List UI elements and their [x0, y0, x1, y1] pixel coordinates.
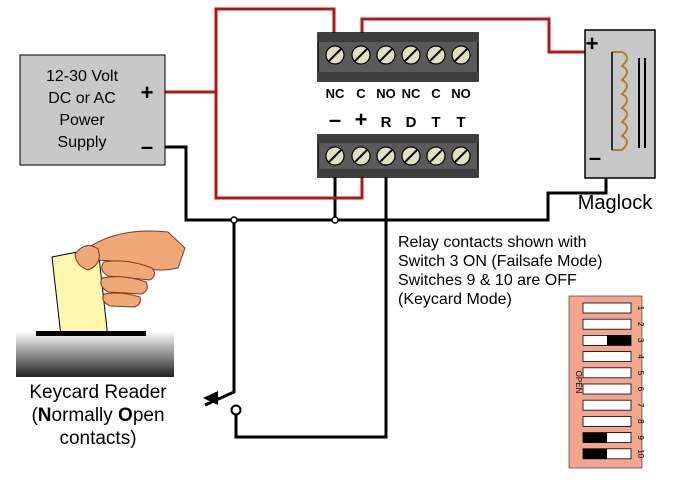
dip-switch-number: 6 — [636, 387, 645, 392]
dip-switch-number: 10 — [636, 449, 645, 458]
dip-switch-1: 1 — [582, 302, 645, 314]
dip-switch-number: 4 — [636, 354, 645, 359]
power-supply-line-4: Supply — [58, 134, 107, 151]
note-line-2: Switch 3 ON (Failsafe Mode) — [398, 253, 603, 270]
dip-switch-10: 10 — [582, 448, 645, 460]
note-line-3: Switches 9 & 10 are OFF — [398, 272, 577, 289]
dip-switch-number: 1 — [636, 306, 645, 311]
black-wires — [164, 145, 608, 439]
dip-switch-5: 5 — [582, 367, 645, 379]
input-terminal-label: D — [406, 114, 417, 131]
relay-terminal-label: NC — [326, 86, 345, 101]
keycard-label-1: Keycard Reader — [29, 382, 167, 403]
maglock-plus: + — [586, 31, 599, 56]
power-supply-plus: + — [141, 80, 154, 105]
dip-switch-4: 4 — [582, 351, 645, 363]
input-terminal-label: – — [329, 107, 341, 132]
dip-switch-8: 8 — [582, 415, 645, 427]
relay-screw-3 — [376, 45, 396, 65]
input-terminal-block — [317, 134, 479, 178]
maglock-label: Maglock — [578, 192, 653, 214]
maglock-coil — [612, 51, 628, 151]
input-screw-1 — [325, 146, 345, 166]
junction-dot-1 — [230, 216, 238, 224]
relay-terminal-label: C — [431, 86, 441, 101]
maglock-body — [584, 29, 656, 179]
power-supply-line-2: DC or AC — [48, 90, 116, 107]
note-line-4: (Keycard Mode) — [398, 291, 512, 308]
keycard-label-3: contacts) — [59, 428, 136, 449]
power-supply-box — [19, 54, 166, 166]
keycard-label-2: (Normally Open — [31, 405, 164, 426]
dip-switch-3: 3 — [582, 334, 645, 346]
input-screw-6 — [451, 146, 471, 166]
relay-screw-4 — [401, 45, 421, 65]
dip-switch-number: 7 — [636, 403, 645, 408]
input-screw-4 — [401, 146, 421, 166]
dip-switch-number: 8 — [636, 419, 645, 424]
relay-screw-5 — [426, 45, 446, 65]
red-wires — [164, 7, 600, 200]
switch-contact-dot — [230, 404, 242, 416]
keycard-reader: Keycard Reader (Normally Open contacts) — [16, 230, 186, 449]
input-terminal-label: T — [431, 114, 440, 131]
relay-terminal-block — [317, 32, 479, 82]
relay-terminal-labels: NC C NO NC C NO — [326, 86, 471, 101]
dip-switch-rows: 1 2 3 4 5 6 7 8 9 10 — [582, 302, 645, 460]
input-screw-3 — [376, 146, 396, 166]
dip-switch-open-label: OPEN — [574, 371, 583, 394]
relay-note: Relay contacts shown with Switch 3 ON (F… — [398, 234, 603, 308]
maglock-minus: – — [589, 145, 601, 170]
power-supply-line-1: 12-30 Volt — [46, 68, 119, 85]
dip-switch-6: 6 — [582, 383, 645, 395]
input-screws — [325, 146, 471, 166]
input-terminal-label: + — [355, 107, 368, 132]
relay-screws — [325, 45, 471, 65]
dip-switch-7: 7 — [582, 399, 645, 411]
power-supply: 12-30 Volt DC or AC Power Supply + – — [19, 54, 166, 166]
switch-contact-arrow — [203, 391, 218, 405]
relay-terminal-label: NO — [376, 86, 396, 101]
dip-switch-number: 2 — [636, 322, 645, 327]
relay-screw-1 — [325, 45, 345, 65]
dip-switch-number: 5 — [636, 371, 645, 376]
input-screw-2 — [351, 146, 371, 166]
note-line-1: Relay contacts shown with — [398, 234, 587, 251]
hand-icon — [74, 230, 186, 308]
relay-screw-6 — [451, 45, 471, 65]
relay-terminal-label: C — [356, 86, 366, 101]
junction-dot-2 — [331, 216, 339, 224]
relay-screw-2 — [351, 45, 371, 65]
dip-switch: 1 2 3 4 5 6 7 8 9 10 OPEN — [568, 295, 645, 469]
relay-terminal-label: NC — [402, 86, 421, 101]
dip-switch-number: 9 — [636, 435, 645, 440]
power-supply-minus: – — [141, 134, 153, 159]
dip-switch-9: 9 — [582, 432, 645, 444]
relay-terminal-label: NO — [451, 86, 471, 101]
input-terminal-label: R — [381, 114, 392, 131]
power-supply-line-3: Power — [59, 112, 105, 129]
maglock: + – Maglock — [578, 29, 656, 214]
dip-switch-number: 3 — [636, 338, 645, 343]
input-terminal-label: T — [456, 114, 465, 131]
dip-switch-2: 2 — [582, 318, 645, 330]
keycard-reader-slot — [16, 331, 174, 377]
input-screw-5 — [426, 146, 446, 166]
